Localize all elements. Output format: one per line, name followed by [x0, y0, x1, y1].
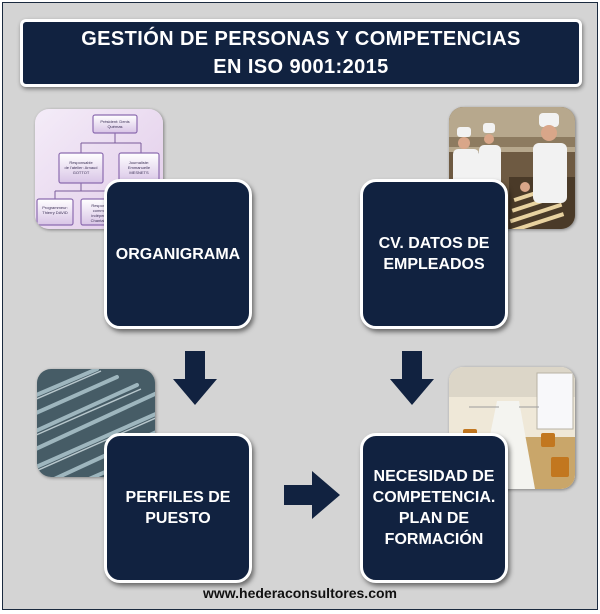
- title-line-2: EN ISO 9001:2015: [213, 56, 389, 78]
- footer-website[interactable]: www.hederaconsultores.com: [203, 585, 397, 601]
- box-necesidad-label: NECESIDAD DE COMPETENCIA. PLAN DE FORMAC…: [372, 468, 496, 548]
- title-line-1: GESTIÓN DE PERSONAS Y COMPETENCIAS: [81, 28, 521, 50]
- box-cv-datos-empleados: CV. DATOS DE EMPLEADOS: [360, 179, 508, 329]
- box-perfiles-puesto: PERFILES DE PUESTO: [104, 433, 252, 583]
- org-node-bottom-left: Programmeur:Thierry DAVID: [42, 205, 68, 215]
- arrow-right: [284, 471, 340, 519]
- arrow-down-left: [173, 351, 217, 405]
- box-necesidad-competencia: NECESIDAD DE COMPETENCIA. PLAN DE FORMAC…: [360, 433, 508, 583]
- arrow-down-right: [390, 351, 434, 405]
- box-perfiles-label: PERFILES DE PUESTO: [125, 489, 231, 527]
- box-organigrama: ORGANIGRAMA: [104, 179, 252, 329]
- box-cv-label: CV. DATOS DE EMPLEADOS: [378, 235, 490, 273]
- title-banner: GESTIÓN DE PERSONAS Y COMPETENCIAS EN IS…: [20, 19, 582, 87]
- box-organigrama-label: ORGANIGRAMA: [115, 245, 241, 263]
